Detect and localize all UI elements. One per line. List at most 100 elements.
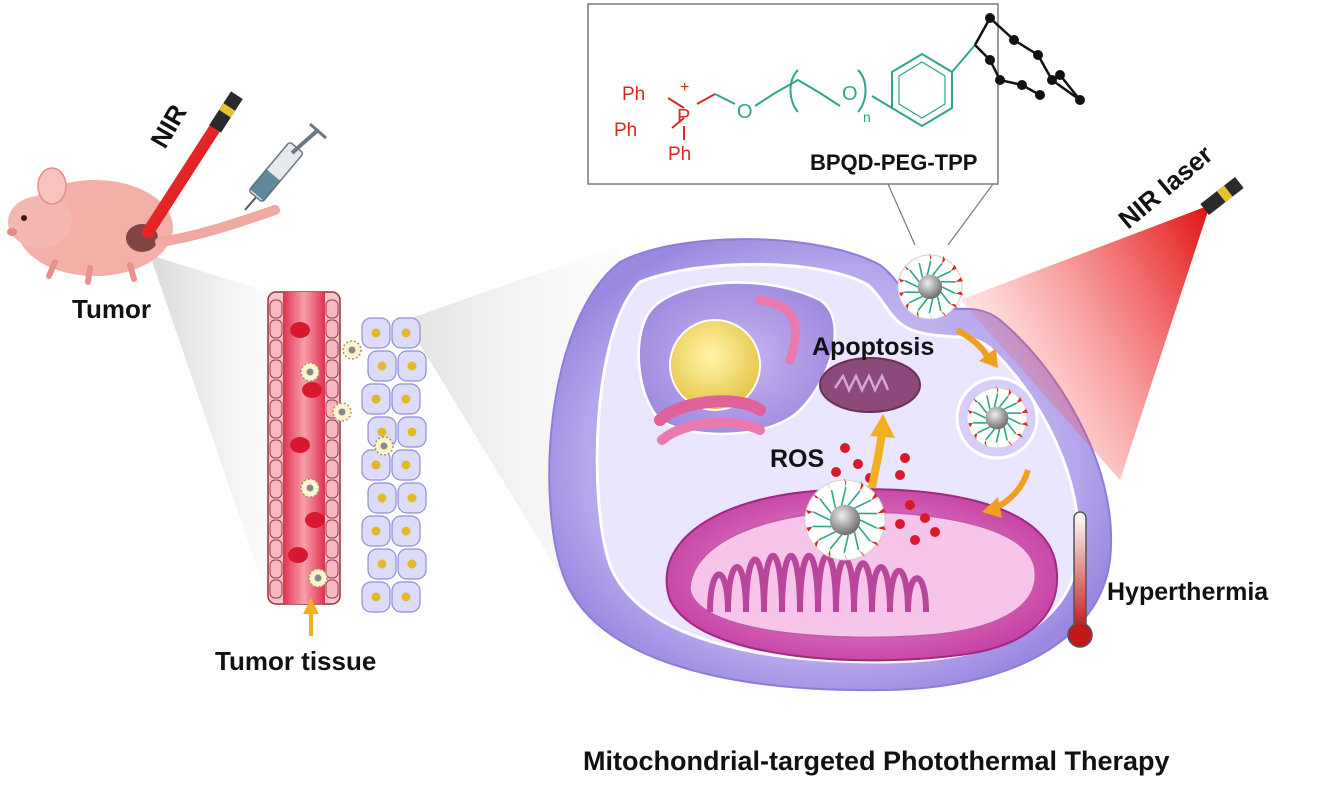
- endothelial-cell: [269, 319, 283, 339]
- nanoparticle: [804, 478, 886, 562]
- tumor-tissue-label: Tumor tissue: [215, 646, 376, 676]
- nir-label-left: NIR: [144, 99, 192, 153]
- endothelial-cell: [325, 479, 339, 499]
- ph-label-3: Ph: [668, 144, 691, 165]
- nanoparticles: [300, 253, 1029, 588]
- endothelial-cell: [269, 339, 283, 359]
- tissue-cell-nucleus: [371, 460, 381, 470]
- repeat-n-label: n: [863, 109, 871, 125]
- endothelial-cell: [269, 499, 283, 519]
- endothelial-cell: [325, 579, 339, 599]
- ros-dot: [840, 443, 850, 453]
- projection-cone-left: [150, 255, 268, 600]
- chemical-structure: [667, 13, 1085, 140]
- compound-name: BPQD-PEG-TPP: [810, 150, 977, 175]
- endothelial-cell: [325, 419, 339, 439]
- red-blood-cell: [290, 322, 310, 338]
- endothelial-cell: [269, 419, 283, 439]
- figure-caption: Mitochondrial-targeted Photothermal Ther…: [583, 746, 1170, 776]
- apoptosis-label: Apoptosis: [812, 333, 934, 361]
- red-blood-cell: [288, 547, 308, 563]
- ros-dot: [831, 467, 841, 477]
- tissue-cell-nucleus: [371, 526, 381, 536]
- tissue-cell-nucleus: [371, 328, 381, 338]
- tissue-cell-nucleus: [407, 427, 417, 437]
- ros-dot: [920, 513, 930, 523]
- small-nanoparticle: [300, 478, 320, 498]
- small-nanoparticle: [300, 362, 320, 382]
- endothelial-cell: [269, 359, 283, 379]
- small-nanoparticle: [342, 340, 362, 360]
- nanoparticle: [897, 253, 964, 321]
- endothelial-cell: [269, 579, 283, 599]
- small-nanoparticle: [332, 402, 352, 422]
- endothelial-cell: [325, 359, 339, 379]
- damaged-mitochondrion: [819, 357, 921, 413]
- endothelial-cell: [269, 299, 283, 319]
- endothelial-cell: [325, 379, 339, 399]
- endothelial-cell: [325, 559, 339, 579]
- oxygen-label-1: O: [737, 101, 753, 123]
- structure-box: [587, 3, 999, 246]
- process-arrows: [868, 327, 1031, 518]
- endothelial-cell: [325, 459, 339, 479]
- ros-label: ROS: [770, 445, 824, 473]
- blood-vessel: [267, 291, 341, 605]
- endothelial-cell: [325, 339, 339, 359]
- ros-dots: [831, 443, 940, 545]
- tissue-cell-nucleus: [377, 493, 387, 503]
- tissue-cell-nucleus: [401, 328, 411, 338]
- endothelial-cell: [325, 319, 339, 339]
- phosphorus-label: P: [677, 106, 690, 128]
- tissue-cell-nucleus: [401, 526, 411, 536]
- nucleus: [637, 281, 837, 436]
- endothelial-cell: [325, 299, 339, 319]
- mitochondrion: [665, 488, 1059, 662]
- golgi-apparatus: [654, 295, 800, 445]
- thermometer-icon: [1067, 511, 1093, 648]
- endothelial-cell: [269, 539, 283, 559]
- small-nanoparticle: [374, 436, 394, 456]
- ros-dot: [900, 453, 910, 463]
- endothelial-cell: [269, 399, 283, 419]
- tissue-cell-nucleus: [371, 394, 381, 404]
- endothelial-cell: [325, 499, 339, 519]
- ros-dot: [905, 500, 915, 510]
- endothelial-cell: [269, 439, 283, 459]
- endothelial-cell: [269, 459, 283, 479]
- endothelial-cell: [269, 479, 283, 499]
- tissue-cell-nucleus: [401, 394, 411, 404]
- syringe-icon: [244, 122, 327, 211]
- tissue-cell-nucleus: [401, 592, 411, 602]
- ph-label-1: Ph: [622, 84, 645, 105]
- tissue-cell-nucleus: [407, 559, 417, 569]
- tumor-label: Tumor: [72, 294, 151, 324]
- ros-dot: [930, 527, 940, 537]
- ph-label-2: Ph: [614, 120, 637, 141]
- red-blood-cell: [290, 437, 310, 453]
- ros-dot: [910, 535, 920, 545]
- small-nanoparticle: [308, 568, 328, 588]
- hyperthermia-label: Hyperthermia: [1107, 578, 1269, 606]
- left-laser: [142, 91, 243, 238]
- red-blood-cell: [302, 382, 322, 398]
- plus-sign: +: [680, 79, 689, 96]
- endothelial-cell: [325, 519, 339, 539]
- endothelial-cell: [269, 519, 283, 539]
- tissue-cell-nucleus: [407, 361, 417, 371]
- tissue-cell-nucleus: [371, 592, 381, 602]
- endothelial-cell: [325, 439, 339, 459]
- tissue-arrow: [303, 598, 319, 636]
- right-laser: [960, 176, 1244, 480]
- oxygen-label-2: O: [842, 83, 858, 105]
- tissue-cell-nucleus: [377, 427, 387, 437]
- nanoparticle: [966, 386, 1029, 450]
- tumor-tissue-cells: [361, 317, 427, 613]
- ros-dot: [853, 459, 863, 469]
- ros-dot: [895, 519, 905, 529]
- red-blood-cell: [305, 512, 325, 528]
- ros-dot: [895, 470, 905, 480]
- tissue-cell-nucleus: [377, 559, 387, 569]
- endothelial-cell: [269, 559, 283, 579]
